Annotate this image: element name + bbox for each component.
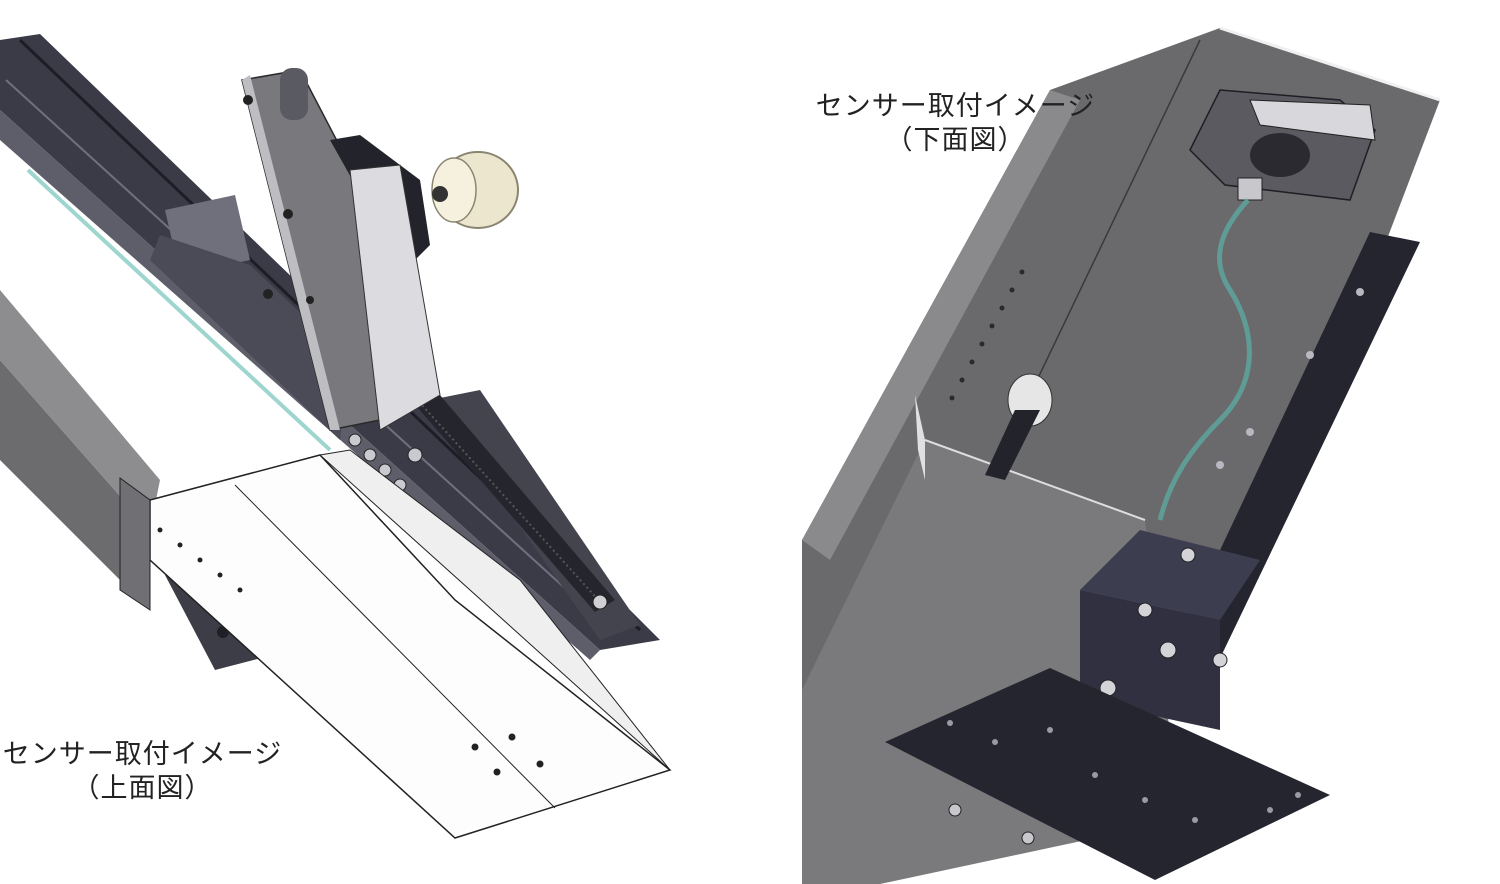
caption-view-label: （下面図） [885,125,1026,156]
sensor-cable [1157,198,1252,521]
side-cover-panel [0,360,150,610]
caption-title: センサー取付イメージ [2,739,283,770]
channel-bolt [1021,831,1035,845]
rail-bolt-row [348,433,423,492]
carriage-side [150,235,350,440]
sheet-holes [471,733,544,776]
rack-end-bolt [592,594,608,610]
rack-teeth [391,371,603,605]
bar-holes [1216,288,1364,469]
plate-bolt [283,209,293,219]
caption-view-label: （上面図） [72,773,213,804]
channel-holes-row [949,269,1025,401]
top-view-panel: センサー取付イメージ （上面図） [0,34,672,839]
bottom-view-panel: センサー取付イメージ （下面図） [750,0,1500,884]
flange-holes [947,720,1301,823]
mount-block [1080,590,1220,730]
plate-bolt [306,296,314,304]
plate-bolt [263,289,273,299]
bottom-view-caption: センサー取付イメージ （下面図） [808,90,1103,158]
arm-plate [349,164,441,431]
sensor-end-plate [119,477,151,611]
mount-block-bolts [1099,547,1228,697]
channel-left-wall [802,90,1080,560]
glass-edge [26,168,332,452]
top-view-cad-illustration [0,34,672,839]
roller-axle [432,186,448,202]
sensor-connector [1237,177,1263,201]
sensor-disc [1250,133,1310,177]
channel-bolt [948,803,962,817]
roller-face [431,157,477,223]
top-view-caption: センサー取付イメージ （上面図） [0,738,285,806]
sheet-fold-line [234,484,556,809]
plate-bolt [243,95,253,105]
sensor-bracket-top [1249,99,1376,141]
side-cover-top [0,290,160,530]
end-plate-holes [157,527,243,593]
channel-top-edge [1219,26,1441,102]
mounting-plate-edge [242,75,340,430]
bottom-flange-plate [885,668,1330,880]
wheel-bracket [985,410,1040,480]
cover-edge [915,395,925,480]
guide-cylinder [280,68,308,120]
bottom-view-cad-illustration [802,26,1441,884]
sheet-side-wall [318,449,671,771]
caption-title: センサー取付イメージ [815,91,1096,122]
cover-top-edge [924,439,1146,521]
mount-block-top [1080,530,1260,620]
gear-rack [385,360,615,612]
